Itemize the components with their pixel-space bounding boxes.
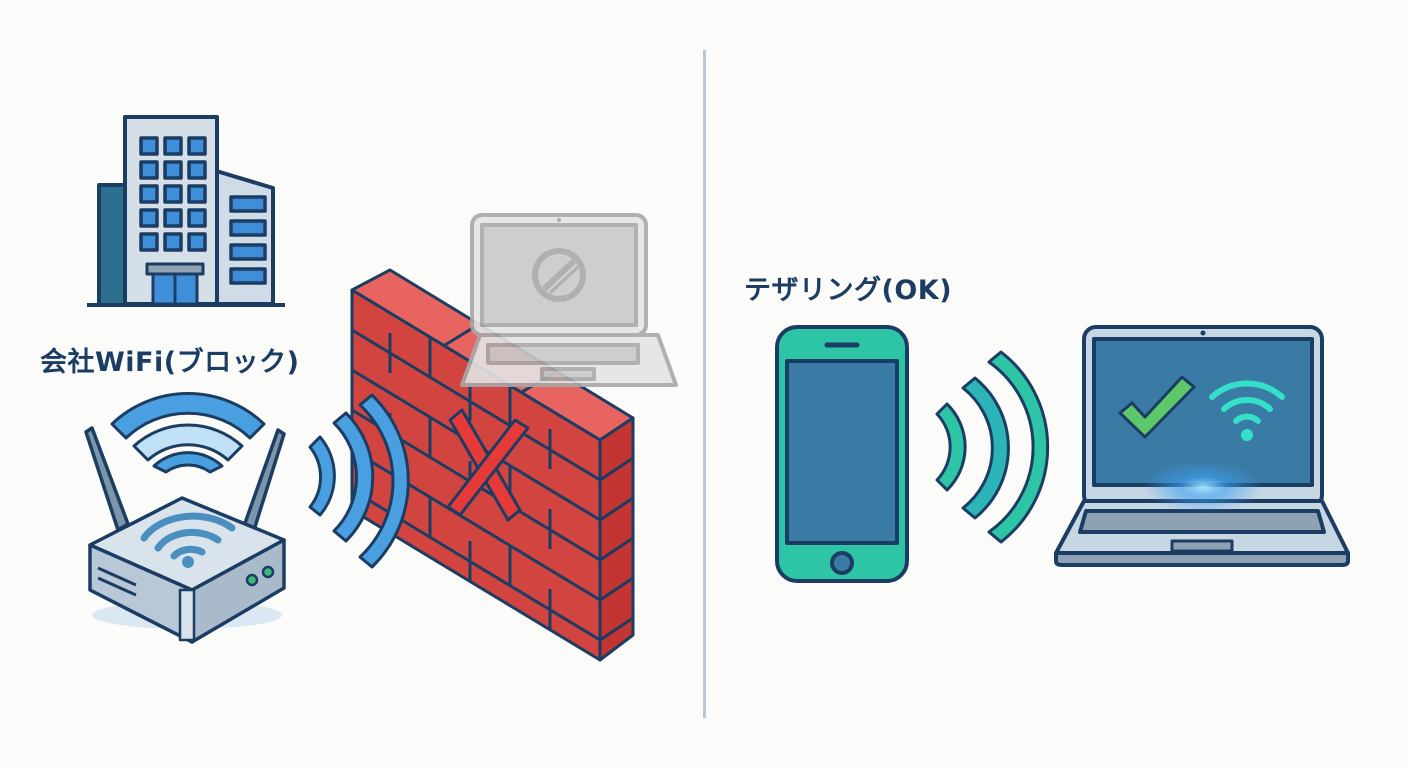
- smartphone-icon: [775, 325, 909, 583]
- office-building-icon: [87, 115, 285, 307]
- laptop-icon: [1054, 325, 1350, 567]
- panel-divider: [703, 50, 706, 718]
- prohibited-icon: [532, 248, 586, 302]
- checkmark-icon: [1118, 375, 1196, 439]
- firewall-brick-wall-icon: [350, 268, 635, 662]
- blocked-laptop-icon: [460, 213, 678, 387]
- wifi-router-icon: [84, 426, 286, 644]
- wifi-icon: [1209, 380, 1285, 424]
- wifi-signal-icon: [308, 393, 410, 569]
- wifi-signal-icon: [110, 392, 266, 474]
- company-wifi-blocked-label: 会社WiFi(ブロック): [40, 347, 300, 378]
- tethering-ok-label: テザリング(OK): [744, 275, 953, 306]
- wifi-signal-icon: [935, 350, 1050, 544]
